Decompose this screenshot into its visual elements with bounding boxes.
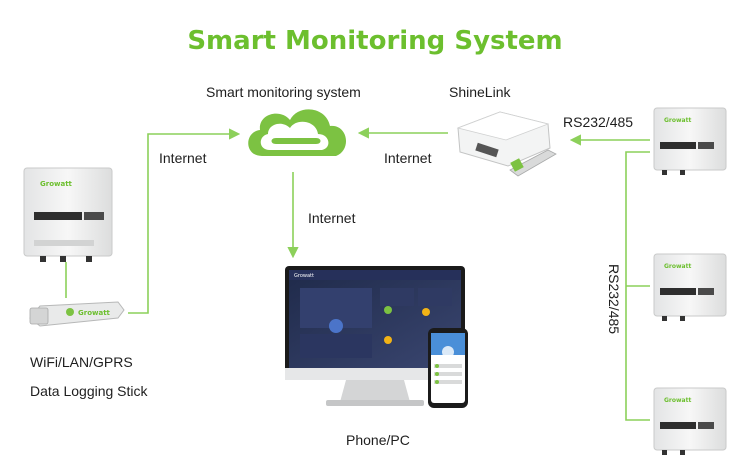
device-label: Phone/PC bbox=[346, 432, 410, 448]
rs232-label-vertical: RS232/485 bbox=[606, 264, 622, 335]
inverter-right-1: Growatt bbox=[653, 107, 727, 175]
inverter-right-3-brand: Growatt bbox=[664, 397, 691, 404]
logging-stick: Growatt bbox=[29, 301, 125, 327]
shinelink-device bbox=[456, 111, 557, 177]
stick-label-line2: Data Logging Stick bbox=[30, 383, 148, 399]
inverter-right-1-brand: Growatt bbox=[664, 117, 691, 124]
connector-lines bbox=[65, 127, 650, 421]
inverter-left-brand: Growatt bbox=[40, 180, 73, 188]
inverter-right-2-brand: Growatt bbox=[664, 263, 691, 270]
internet-label-mid: Internet bbox=[384, 150, 432, 166]
inverter-right-2: Growatt bbox=[653, 253, 727, 321]
shinelink-label: ShineLink bbox=[449, 84, 511, 100]
rs485-bus-line bbox=[625, 151, 650, 421]
page-title: Smart Monitoring System bbox=[187, 26, 563, 56]
phone bbox=[428, 328, 468, 408]
stick-to-cloud-line bbox=[128, 128, 241, 314]
internet-label-down: Internet bbox=[308, 210, 356, 226]
cloud-icon bbox=[248, 109, 347, 156]
inverter-right-3: Growatt bbox=[653, 387, 727, 455]
cloud-label: Smart monitoring system bbox=[206, 84, 361, 100]
inverter-left: Growatt bbox=[23, 167, 113, 262]
monitor-brand: Growatt bbox=[294, 273, 314, 279]
stick-label-line1: WiFi/LAN/GPRS bbox=[30, 354, 133, 370]
stick-brand: Growatt bbox=[78, 309, 111, 317]
rs232-label-top: RS232/485 bbox=[563, 114, 634, 130]
internet-label-left: Internet bbox=[159, 150, 207, 166]
